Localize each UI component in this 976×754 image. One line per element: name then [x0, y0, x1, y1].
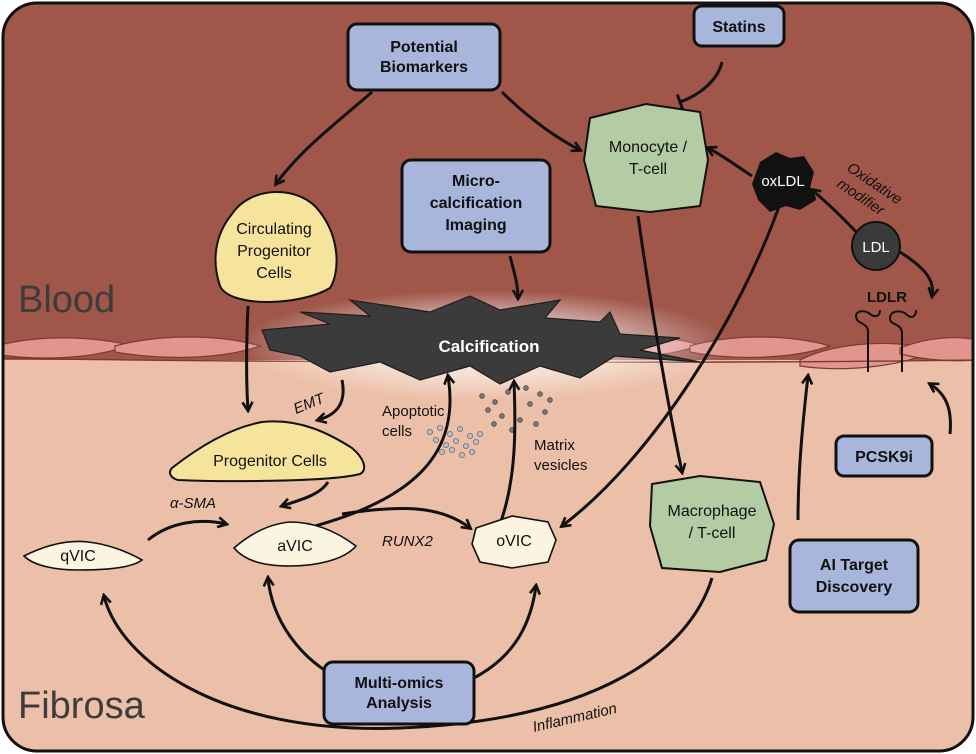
monocyte-label-2: T-cell: [629, 161, 667, 178]
oxldl-label: oxLDL: [761, 173, 804, 190]
ldl-particle: LDL: [851, 221, 901, 271]
qvic-label: qVIC: [60, 548, 96, 565]
imaging-label-1: Micro-: [452, 173, 500, 190]
statins-box: Statins: [692, 4, 786, 48]
imaging-label-3: Imaging: [445, 217, 506, 234]
omics-label-2: Analysis: [366, 695, 432, 712]
avic-cell: aVIC: [232, 521, 358, 567]
progenitor-label: Progenitor Cells: [213, 453, 327, 470]
ovic-cell: oVIC: [471, 515, 557, 569]
matrix-label-1: Matrix: [534, 437, 575, 454]
ovic-label: oVIC: [496, 533, 532, 550]
imaging-label-2: calcification: [430, 195, 522, 212]
calcification: Calcification: [240, 290, 730, 400]
macrophage-tcell: Macrophage / T-cell: [648, 474, 776, 574]
monocyte-label-1: Monocyte /: [609, 139, 688, 156]
ai-discovery-box: AI Target Discovery: [788, 538, 920, 614]
statins-label: Statins: [712, 19, 765, 36]
oxldl-particle: oxLDL: [752, 152, 816, 212]
biomarkers-box: Potential Biomarkers: [346, 22, 502, 92]
ldlr-label: LDLR: [867, 289, 907, 306]
multiomics-box: Multi-omics Analysis: [322, 660, 476, 726]
circulating-label-2: Progenitor: [237, 243, 311, 260]
asma-label: α-SMA: [170, 495, 216, 512]
calcification-label: Calcification: [438, 337, 539, 356]
runx2-label: RUNX2: [382, 533, 434, 550]
monocyte-tcell: Monocyte / T-cell: [582, 102, 710, 214]
apoptotic-label-2: cells: [382, 423, 412, 440]
circulating-label-3: Cells: [256, 265, 292, 282]
biomarkers-label-1: Potential: [390, 39, 458, 56]
fibrosa-label: Fibrosa: [18, 685, 146, 727]
ldlr-receptor: [854, 309, 917, 372]
matrix-label-2: vesicles: [534, 457, 587, 474]
matrix-vesicle-dots: [479, 385, 553, 433]
pcsk9i-box: PCSK9i: [834, 434, 934, 478]
apoptotic-cell-dots: [426, 424, 483, 458]
imaging-box: Micro- calcification Imaging: [400, 158, 552, 254]
omics-label-1: Multi-omics: [355, 675, 444, 692]
ldl-label: LDL: [862, 239, 890, 256]
blood-label: Blood: [18, 279, 115, 321]
qvic-cell: qVIC: [22, 540, 144, 571]
pcsk9i-label: PCSK9i: [855, 449, 913, 466]
ai-label-2: Discovery: [816, 579, 893, 596]
avic-label: aVIC: [277, 538, 313, 555]
circulating-label-1: Circulating: [236, 221, 312, 238]
progenitor-cells: Progenitor Cells: [169, 420, 366, 483]
biomarkers-label-2: Biomarkers: [380, 59, 468, 76]
macrophage-label-1: Macrophage: [668, 503, 757, 520]
ai-label-1: AI Target: [820, 557, 889, 574]
apoptotic-label-1: Apoptotic: [382, 403, 445, 420]
circulating-progenitor-cells: Circulating Progenitor Cells: [214, 191, 338, 303]
macrophage-label-2: / T-cell: [689, 525, 736, 542]
